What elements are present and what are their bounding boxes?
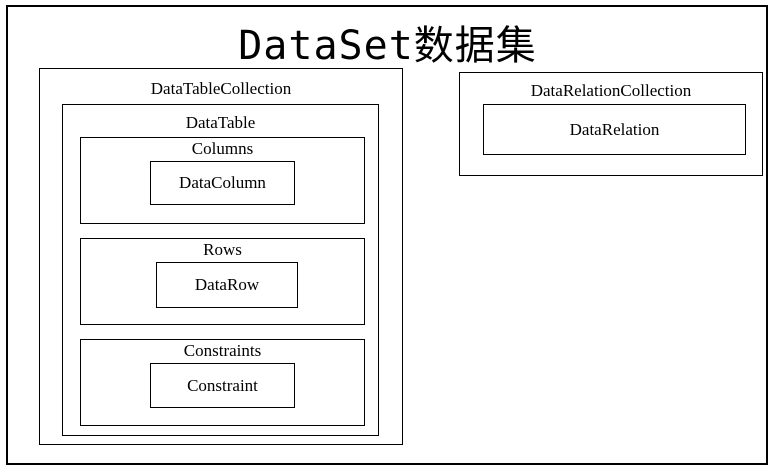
datarow-box: DataRow [156, 262, 298, 308]
datarelation-collection-label: DataRelationCollection [530, 81, 692, 100]
constraints-label: Constraints [183, 341, 262, 360]
constraint-box: Constraint [150, 363, 295, 408]
datarelation-label: DataRelation [569, 119, 660, 139]
datatable-collection-label: DataTableCollection [150, 79, 292, 98]
datacolumn-box: DataColumn [150, 161, 295, 205]
datarelation-box: DataRelation [483, 104, 746, 155]
datarow-label: DataRow [194, 275, 260, 294]
columns-label: Columns [191, 139, 254, 158]
constraint-label: Constraint [187, 375, 258, 395]
datacolumn-label: DataColumn [179, 173, 266, 192]
datatable-label: DataTable [185, 113, 256, 132]
diagram-title: DataSet数据集 [238, 23, 537, 69]
rows-label: Rows [203, 240, 242, 259]
